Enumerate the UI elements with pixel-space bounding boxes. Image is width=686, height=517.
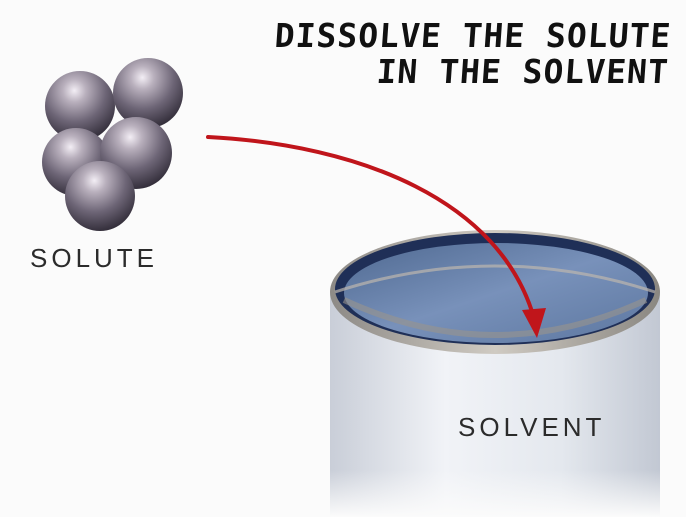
solvent-container (330, 230, 660, 517)
title-line-1: DISSOLVE THE SOLUTE (273, 16, 673, 55)
solute-particles (42, 58, 183, 231)
dissolve-arrow (206, 135, 546, 338)
diagram-title: DISSOLVE THE SOLUTE IN THE SOLVENT (147, 16, 673, 91)
solvent-label: SOLVENT (458, 412, 606, 442)
solute-label: SOLUTE (30, 243, 159, 273)
title-line-2: IN THE SOLVENT (375, 52, 671, 91)
